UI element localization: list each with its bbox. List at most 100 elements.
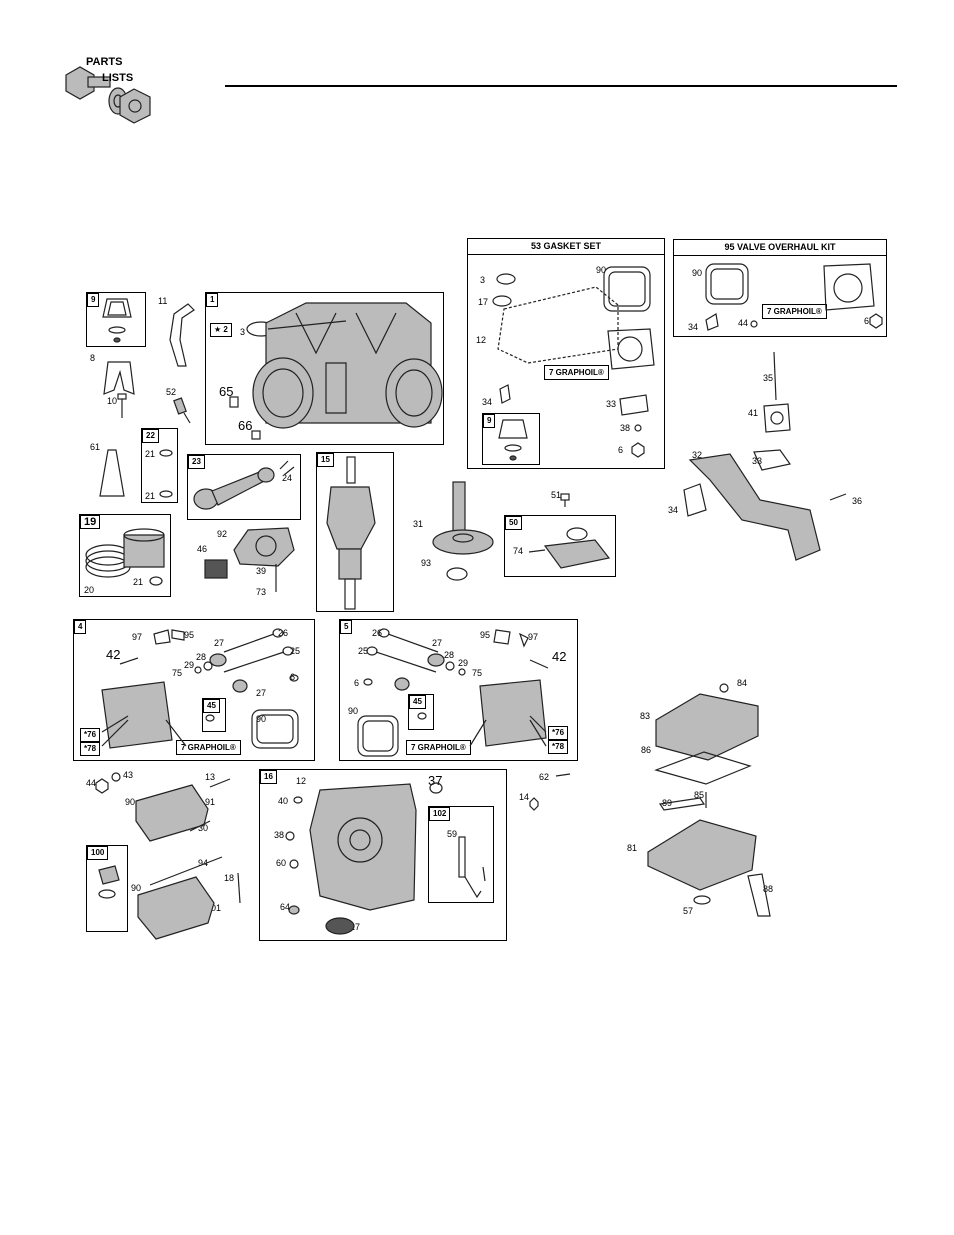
callout-34: 34 bbox=[668, 505, 679, 515]
callout-50: 50 bbox=[505, 516, 522, 530]
screw-icon bbox=[560, 493, 570, 507]
gasket-icon bbox=[102, 298, 132, 343]
oil-fill-cap-icon bbox=[98, 865, 120, 899]
head5-callout-28: 28 bbox=[444, 650, 455, 660]
gasket-callout-3: 3 bbox=[480, 275, 486, 285]
screw-icon bbox=[275, 564, 277, 592]
box-23-connecting-rod: 23 24 bbox=[187, 454, 301, 520]
callout-74: 74 bbox=[513, 546, 524, 556]
gasket-set-box-9: 9 bbox=[482, 413, 540, 465]
callout-84: 84 bbox=[737, 678, 748, 688]
box-53-gasket-set: 53 GASKET SET 3 90 17 12 34 33 38 6 7 GR… bbox=[467, 238, 665, 469]
valve-kit-graphoil-label: 7 GRAPHOIL® bbox=[762, 304, 827, 319]
box-15-crankshaft: 15 bbox=[316, 452, 394, 612]
head5-callout-6: 6 bbox=[354, 678, 360, 688]
callout-24: 24 bbox=[282, 473, 293, 483]
callout-59: 59 bbox=[447, 829, 458, 839]
callout-1: 1 bbox=[206, 293, 219, 307]
callout-38: 38 bbox=[274, 830, 285, 840]
gasket-callout-9: 9 bbox=[483, 414, 496, 428]
gasket-set-graphoil-label: 7 GRAPHOIL® bbox=[544, 365, 609, 380]
callout-5: 5 bbox=[340, 620, 353, 634]
head4-callout-28: 28 bbox=[196, 652, 207, 662]
head4-callout-6: 6 bbox=[290, 672, 296, 682]
box-95-valve-overhaul-kit: 95 VALVE OVERHAUL KIT 90 34 44 6 7 GRAPH… bbox=[673, 239, 887, 337]
head4-callout-25: 25 bbox=[290, 646, 301, 656]
head5-callout-76: *76 bbox=[548, 726, 569, 740]
callout-22: 22 bbox=[142, 429, 159, 443]
head5-box-45: 45 bbox=[408, 694, 434, 730]
head4-callout-97: 97 bbox=[132, 632, 143, 642]
logo-text-lists: LISTS bbox=[102, 72, 134, 84]
callout-92: 92 bbox=[217, 529, 228, 539]
head4-callout-78: *78 bbox=[80, 742, 101, 756]
head4-callout-95: 95 bbox=[184, 630, 195, 640]
head4-callout-75: 75 bbox=[172, 668, 183, 678]
callout-73: 73 bbox=[256, 587, 267, 597]
head5-callout-78: *78 bbox=[548, 740, 569, 754]
callout-65: 65 bbox=[219, 384, 234, 399]
callout-19: 19 bbox=[80, 515, 101, 529]
cylinder-block-icon bbox=[229, 302, 443, 440]
filter-element-icon bbox=[204, 559, 228, 579]
cylinder-head-right-icon bbox=[357, 628, 549, 757]
callout-93: 93 bbox=[421, 558, 432, 568]
callout-21-a: 21 bbox=[145, 449, 156, 459]
callout-21-b: 21 bbox=[145, 491, 156, 501]
callout-61: 61 bbox=[90, 442, 101, 452]
dipstick-tube-icon bbox=[458, 836, 486, 899]
callout-18: 18 bbox=[224, 873, 235, 883]
callout-81: 81 bbox=[627, 843, 638, 853]
callout-12: 12 bbox=[296, 776, 307, 786]
callout-60: 60 bbox=[276, 858, 287, 868]
governor-gear-icon bbox=[233, 527, 295, 567]
header-rule bbox=[225, 85, 897, 87]
callout-101: 101 bbox=[206, 903, 222, 913]
head5-callout-42: 42 bbox=[552, 649, 567, 664]
retainer-clip-icon bbox=[159, 449, 173, 498]
callout-8: 8 bbox=[90, 353, 96, 363]
gasket-callout-38: 38 bbox=[620, 423, 631, 433]
box-19-piston: 19 20 21 bbox=[79, 514, 171, 597]
valve-kit-title: 95 VALVE OVERHAUL KIT bbox=[674, 240, 886, 256]
head4-callout-76: *76 bbox=[80, 728, 101, 742]
callout-9: 9 bbox=[87, 293, 100, 307]
callout-83: 83 bbox=[640, 711, 651, 721]
callout-91: 91 bbox=[205, 797, 216, 807]
callout-2: ★ 2 bbox=[210, 323, 232, 337]
head5-callout-25: 25 bbox=[358, 646, 369, 656]
logo-text-parts: PARTS bbox=[86, 56, 123, 68]
callout-35: 35 bbox=[763, 373, 774, 383]
head4-callout-45: 45 bbox=[203, 699, 220, 713]
valve-kit-callout-6: 6 bbox=[864, 316, 870, 326]
head4-callout-29: 29 bbox=[184, 660, 195, 670]
callout-52: 52 bbox=[166, 387, 177, 397]
callout-102: 102 bbox=[429, 807, 451, 821]
callout-30: 30 bbox=[198, 823, 209, 833]
crankcase-cover-icon bbox=[285, 782, 443, 935]
piston-rings-icon bbox=[85, 528, 165, 586]
gasket-callout-34: 34 bbox=[482, 397, 493, 407]
gasket-icon bbox=[498, 419, 528, 461]
breather-tube-icon bbox=[169, 303, 195, 367]
head4-callout-42: 42 bbox=[106, 647, 121, 662]
callout-66: 66 bbox=[238, 418, 253, 433]
head5-callout-45: 45 bbox=[409, 695, 426, 709]
head5-callout-90: 90 bbox=[348, 706, 359, 716]
gasket-set-icon bbox=[492, 266, 655, 458]
callout-17: 17 bbox=[350, 922, 361, 932]
box-50-breather: 50 74 bbox=[504, 515, 616, 577]
callout-86: 86 bbox=[641, 745, 652, 755]
spark-plug-icon bbox=[173, 397, 191, 424]
callout-62: 62 bbox=[539, 772, 550, 782]
callout-21-c: 21 bbox=[133, 577, 144, 587]
callout-39: 39 bbox=[256, 566, 267, 576]
box-5-cylinder-head: 5 26 27 95 97 25 28 29 42 75 6 27 90 45 … bbox=[339, 619, 578, 761]
bolt-icon bbox=[117, 393, 127, 418]
callout-23: 23 bbox=[188, 455, 205, 469]
head5-callout-29: 29 bbox=[458, 658, 469, 668]
valve-cover-icon bbox=[95, 772, 241, 940]
valve-kit-callout-34: 34 bbox=[688, 322, 699, 332]
bracket-icon bbox=[103, 361, 135, 395]
callout-44: 44 bbox=[86, 778, 97, 788]
